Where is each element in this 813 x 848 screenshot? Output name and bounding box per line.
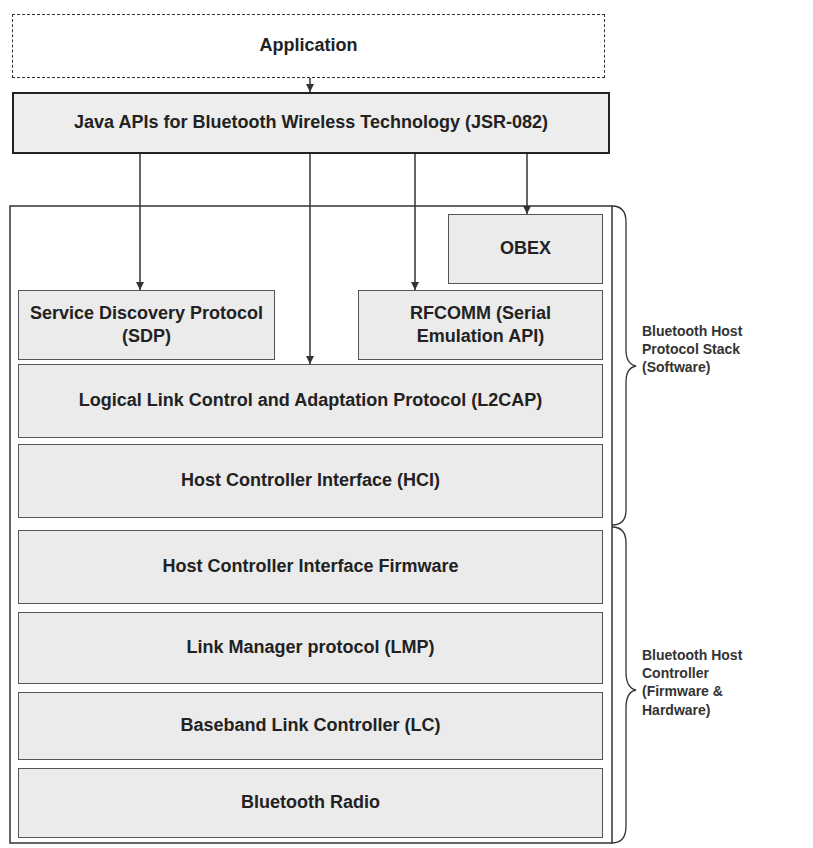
box-label: Logical Link Control and Adaptation Prot… <box>79 389 542 412</box>
arrow-connector <box>309 154 311 364</box>
brace-label: Bluetooth Host Controller (Firmware & Ha… <box>642 646 760 719</box>
arrow-connector <box>414 154 416 290</box>
stack-outline <box>10 206 612 843</box>
box-label: Bluetooth Radio <box>241 791 380 814</box>
arrow-connector <box>309 78 311 92</box>
brace-label: Bluetooth Host Protocol Stack (Software) <box>642 322 760 377</box>
firmware-box: Baseband Link Controller (LC) <box>18 692 603 760</box>
protocol-box: OBEX <box>448 214 603 284</box>
box-label: Baseband Link Controller (LC) <box>180 714 440 737</box>
protocol-box: Host Controller Interface (HCI) <box>18 444 603 518</box>
api-box: Java APIs for Bluetooth Wireless Technol… <box>12 92 610 154</box>
protocol-box: Logical Link Control and Adaptation Prot… <box>18 364 603 438</box>
box-label: Application <box>260 34 358 57</box>
box-label: Host Controller Interface Firmware <box>162 555 458 578</box>
brace <box>612 206 636 525</box>
protocol-box: RFCOMM (Serial Emulation API) <box>358 290 603 360</box>
box-label: Host Controller Interface (HCI) <box>181 469 440 492</box>
firmware-box: Link Manager protocol (LMP) <box>18 612 603 684</box>
box-label: Service Discovery Protocol (SDP) <box>29 302 264 349</box>
box-label: OBEX <box>500 237 551 260</box>
box-label: RFCOMM (Serial Emulation API) <box>369 302 592 349</box>
brace <box>612 527 636 843</box>
arrow-connector <box>139 154 141 290</box>
arrow-connector <box>526 154 528 214</box>
application-box: Application <box>12 14 605 78</box>
protocol-box: Service Discovery Protocol (SDP) <box>18 290 275 360</box>
box-label: Link Manager protocol (LMP) <box>186 636 434 659</box>
firmware-box: Host Controller Interface Firmware <box>18 530 603 604</box>
hardware-box: Bluetooth Radio <box>18 768 603 838</box>
box-label: Java APIs for Bluetooth Wireless Technol… <box>74 111 548 134</box>
